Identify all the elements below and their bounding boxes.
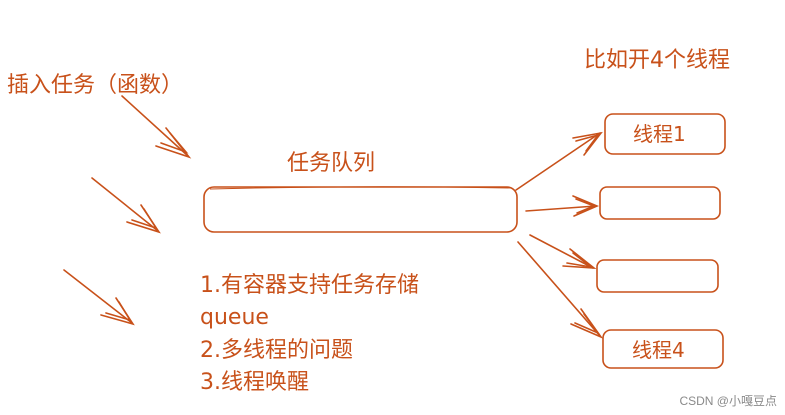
thread-box-2 bbox=[599, 186, 721, 220]
outgoing-arrow-1 bbox=[515, 131, 603, 191]
outgoing-arrow-2 bbox=[525, 195, 600, 217]
incoming-arrow-2 bbox=[91, 177, 161, 234]
task-queue-box-sketch bbox=[209, 186, 513, 190]
note-1: 1.有容器支持任务存储 bbox=[200, 273, 419, 298]
outgoing-arrow-3 bbox=[529, 234, 597, 269]
incoming-arrow-1 bbox=[121, 95, 192, 159]
task-queue-box bbox=[203, 186, 518, 233]
thread-box-1 bbox=[604, 113, 726, 155]
thread-box-3 bbox=[596, 259, 719, 293]
note-2: queue bbox=[200, 305, 269, 330]
incoming-arrow-3 bbox=[63, 269, 135, 326]
task-queue-label: 任务队列 bbox=[287, 151, 376, 176]
thread-box-4 bbox=[602, 329, 724, 369]
note-3: 2.多线程的问题 bbox=[200, 338, 353, 363]
outgoing-arrow-4 bbox=[517, 241, 604, 339]
watermark: CSDN @小嘎豆点 bbox=[679, 394, 777, 408]
thread-1-label: 线程1 bbox=[633, 122, 686, 146]
thread-count-label: 比如开4个线程 bbox=[584, 48, 730, 73]
insert-task-label: 插入任务（函数） bbox=[7, 73, 184, 98]
note-4: 3.线程唤醒 bbox=[200, 370, 309, 395]
thread-4-label: 线程4 bbox=[632, 338, 685, 362]
